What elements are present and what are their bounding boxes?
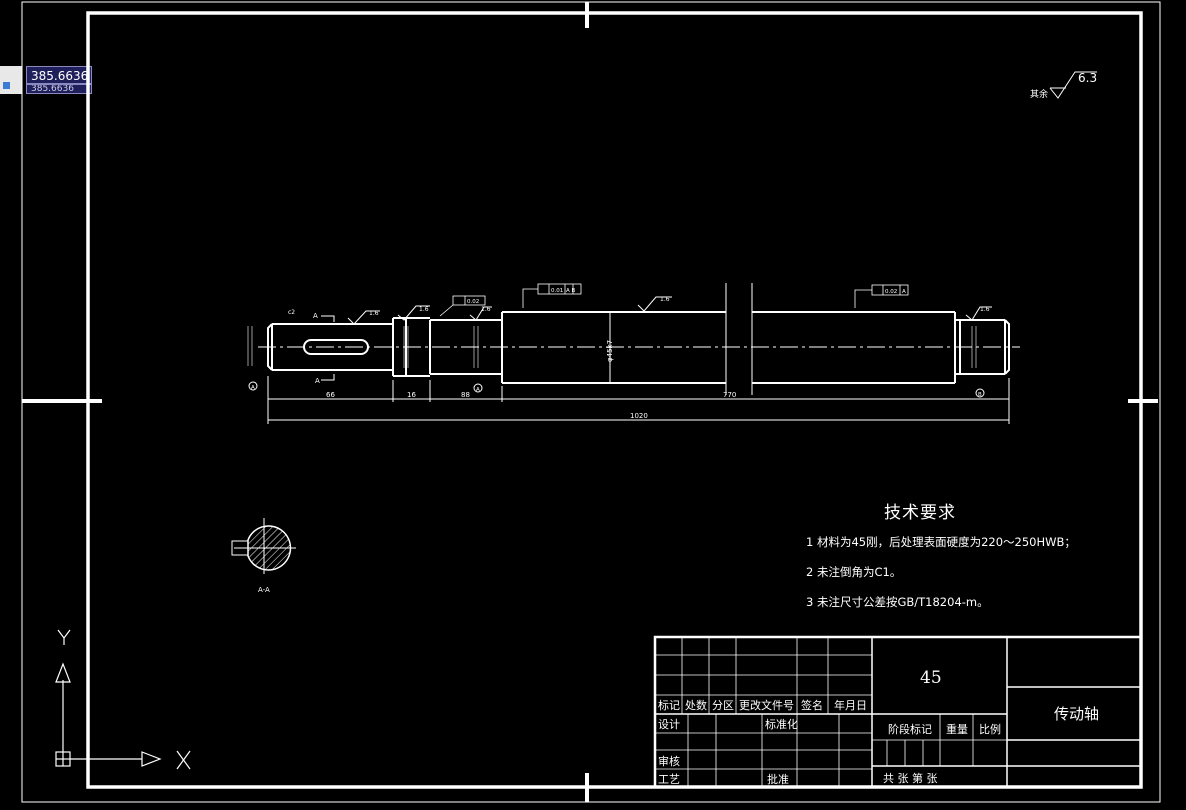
title-block-grid <box>653 635 1143 789</box>
tol2-value: 0.02 <box>885 289 897 295</box>
small-diameter-labels <box>247 326 977 368</box>
tb-sheet-info: 共 张 第 张 <box>883 772 938 785</box>
section-view-label: A-A <box>258 586 270 594</box>
sheet-outer-border <box>21 1 1161 803</box>
centering-marks <box>22 2 1158 802</box>
tech-requirement-2: 2 未注倒角为C1。 <box>806 565 902 579</box>
roughness-marks <box>347 296 992 325</box>
datum-symbols <box>248 381 985 398</box>
roughness-value: 6.3 <box>1078 71 1097 85</box>
tb-weight: 重量 <box>946 723 968 736</box>
section-view-aa <box>231 518 296 574</box>
roughness-prefix: 其余 <box>1030 88 1048 100</box>
tol3-value: 0.02 <box>467 299 479 305</box>
tech-requirement-1: 1 材料为45刚，后处理表面硬度为220～250HWB； <box>806 535 1076 549</box>
roughness-2: 1.6 <box>419 306 429 313</box>
tol1-value: 0.01 <box>551 288 563 294</box>
tolerance-frame-2 <box>854 284 909 308</box>
tolerance-frame-3 <box>439 295 486 317</box>
dim-66: 66 <box>326 391 335 399</box>
tb-stage-mark: 阶段标记 <box>888 723 932 736</box>
dim-16: 16 <box>407 391 416 399</box>
tb-scale: 比例 <box>979 723 1001 736</box>
shaft-outline <box>267 311 1010 384</box>
title-block-part-name: 传动轴 <box>1054 705 1100 723</box>
section-arrow-bottom-label: A <box>315 377 320 385</box>
dim-dia-main: φ45k7 <box>606 340 614 362</box>
tb-header-date: 年月日 <box>834 699 867 712</box>
coordinate-tooltip-secondary: 385.6636 <box>26 84 92 94</box>
dim-88: 88 <box>461 391 470 399</box>
section-arrow-top-label: A <box>313 312 318 320</box>
tb-standardization: 标准化 <box>765 718 798 731</box>
sheet-inner-border <box>86 11 1143 789</box>
roughness-5: 1.6 <box>980 306 990 313</box>
break-lines <box>725 283 753 395</box>
tb-header-signature: 签名 <box>801 699 823 712</box>
tech-requirements-title: 技术要求 <box>884 503 956 523</box>
dimension-lines <box>267 376 1010 424</box>
snap-icon <box>3 82 10 89</box>
section-arrows <box>321 315 335 381</box>
roughness-3: 1.6 <box>481 306 491 313</box>
coordinate-tooltip: 385.6636 <box>26 66 92 84</box>
roughness-1: 1.6 <box>369 310 379 317</box>
datum-b-label: B <box>978 392 982 398</box>
tech-requirement-3: 3 未注尺寸公差按GB/T18204-m。 <box>806 595 989 609</box>
tb-header-mark: 标记 <box>658 699 680 712</box>
tb-header-zone: 分区 <box>712 699 734 712</box>
ucs-icon <box>55 629 191 770</box>
tol1-datums: A B <box>566 288 576 294</box>
roughness-4: 1.6 <box>660 296 670 303</box>
tb-process: 工艺 <box>658 773 680 786</box>
tb-header-count: 处数 <box>685 699 707 712</box>
dim-770: 770 <box>723 391 736 399</box>
tb-review: 审核 <box>658 755 680 768</box>
datum-a-label: A <box>251 385 255 391</box>
tb-header-change-doc: 更改文件号 <box>739 699 794 712</box>
dim-1020: 1020 <box>630 412 648 420</box>
tb-approve: 批准 <box>767 773 789 786</box>
general-roughness-mark <box>1049 71 1097 99</box>
cursor-indicator <box>0 66 22 94</box>
title-block-material: 45 <box>920 668 942 688</box>
dim-chamfer: c2 <box>288 309 295 316</box>
tb-design: 设计 <box>658 718 680 731</box>
tol2-datums: A <box>902 289 906 295</box>
datum-a2-label: A <box>476 387 480 393</box>
tolerance-frame-1 <box>522 283 582 308</box>
